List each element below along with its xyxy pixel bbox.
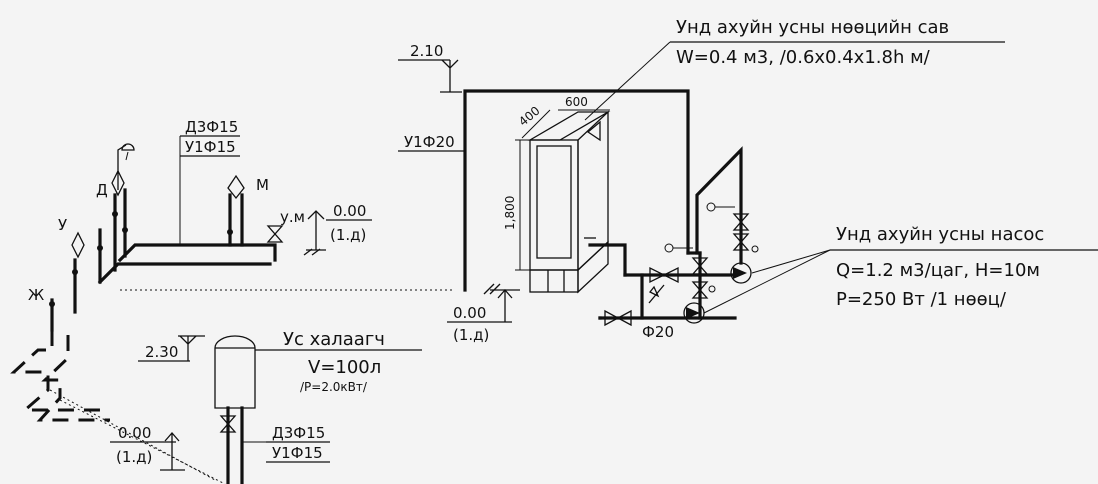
level-mid-sub: (1.д) — [453, 326, 489, 344]
pump-spec-1: Q=1.2 м3/цаг, H=10м — [836, 260, 1040, 281]
level-top-label: 2.10 — [410, 42, 443, 60]
tank-width-label: 600 — [565, 95, 588, 109]
riser-label: У1Ф20 — [404, 133, 455, 151]
tank-title: Унд ахуйн усны нөөцийн сав — [676, 17, 949, 38]
tank-spec: W=0.4 м3, /0.6x0.4x1.8h м/ — [676, 47, 931, 68]
level-mark-bottom: 0.00 (1.д) — [110, 424, 185, 471]
level-heater-label: 2.30 — [145, 343, 178, 361]
pump-station: Ф20 — [598, 146, 759, 341]
fixture-washbasin-label: У — [58, 216, 67, 234]
level-bottom-label: 0.00 — [118, 424, 151, 442]
fixture-wm-label: М — [256, 176, 269, 194]
cold-bottom-label: У1Ф15 — [272, 444, 323, 462]
level-mark-top: 2.10 — [398, 42, 462, 93]
fixture-group: У Д М Ж у.м Д3Ф15 У1Ф15 — [28, 118, 455, 332]
water-heater: Ус халаагч V=100л /P=2.0кВт/ 2.30 Д3Ф15 … — [138, 329, 422, 484]
dashed-riser — [10, 330, 226, 484]
storage-tank: 600 400 1,800 — [503, 95, 702, 294]
tank-height-label: 1,800 — [503, 196, 517, 230]
heater-tank — [214, 335, 256, 409]
cold-top-label: У1Ф15 — [185, 138, 236, 156]
pump-line-label: Ф20 — [642, 323, 674, 341]
fixture-kitchen-label: Ж — [28, 286, 44, 304]
pump-spec-2: P=250 Вт /1 нөөц/ — [836, 289, 1007, 310]
hot-top-label: Д3Ф15 — [185, 118, 238, 136]
fixture-tap-label: у.м — [280, 208, 305, 226]
pump-title: Унд ахуйн усны насос — [836, 224, 1044, 245]
level-mark-fixtures: 0.00 (1.д) — [303, 202, 372, 256]
level-mark-mid: 0.00 (1.д) — [447, 283, 520, 344]
hot-bottom-label: Д3Ф15 — [272, 424, 325, 442]
fixture-shower-label: Д — [96, 181, 108, 199]
heater-title: Ус халаагч — [283, 329, 385, 350]
level-mid-label: 0.00 — [453, 304, 486, 322]
pump-callout: Унд ахуйн усны насос Q=1.2 м3/цаг, H=10м… — [703, 224, 1098, 314]
tank-leader — [584, 41, 671, 121]
level-fixture-label: 0.00 — [333, 202, 366, 220]
tank-callout: Унд ахуйн усны нөөцийн сав W=0.4 м3, /0.… — [584, 17, 1005, 121]
heater-power: /P=2.0кВт/ — [300, 380, 368, 394]
level-fixture-sub: (1.д) — [330, 226, 366, 244]
heater-volume: V=100л — [308, 357, 381, 378]
tank-depth-label: 400 — [516, 104, 543, 129]
level-bottom-sub: (1.д) — [116, 448, 152, 466]
riser-pipe: У1Ф20 — [398, 89, 690, 292]
